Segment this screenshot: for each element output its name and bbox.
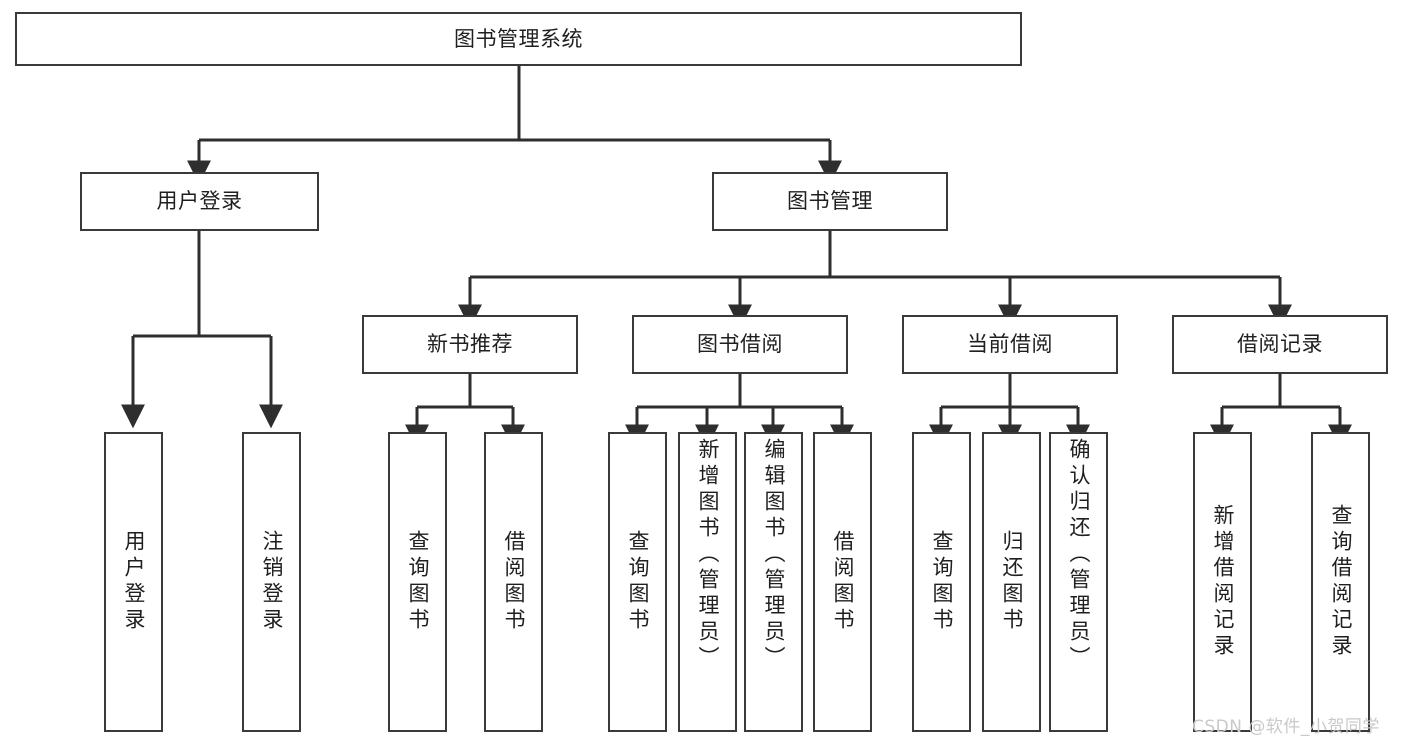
leaf-current-return-book-label: 归还图书 <box>1000 530 1024 634</box>
node-new-book-recommend-label: 新书推荐 <box>427 332 513 357</box>
leaf-new-book-query[interactable]: 查询图书 <box>388 432 447 732</box>
watermark-text: CSDN @软件_小贺同学 <box>1192 717 1380 737</box>
leaf-current-confirm-return[interactable]: 确认归还（管理员） <box>1049 432 1108 732</box>
leaf-current-confirm-return-label: 确认归还（管理员） <box>1067 438 1091 672</box>
node-book-management-label: 图书管理 <box>787 189 873 214</box>
leaf-borrow-query-book-label: 查询图书 <box>626 530 650 634</box>
node-borrow-record[interactable]: 借阅记录 <box>1172 315 1388 374</box>
leaf-borrow-edit-book-label: 编辑图书（管理员） <box>762 438 786 672</box>
node-user-login-label: 用户登录 <box>156 189 243 214</box>
node-user-login[interactable]: 用户登录 <box>80 172 319 231</box>
leaf-new-book-query-label: 查询图书 <box>406 530 430 634</box>
node-borrow-record-label: 借阅记录 <box>1237 332 1323 357</box>
leaf-record-add-label: 新增借阅记录 <box>1211 504 1235 660</box>
node-new-book-recommend[interactable]: 新书推荐 <box>362 315 578 374</box>
node-book-borrow[interactable]: 图书借阅 <box>632 315 848 374</box>
leaf-borrow-edit-book[interactable]: 编辑图书（管理员） <box>744 432 803 732</box>
leaf-current-query-book-label: 查询图书 <box>930 530 954 634</box>
leaf-record-query[interactable]: 查询借阅记录 <box>1311 432 1370 732</box>
leaf-record-add[interactable]: 新增借阅记录 <box>1193 432 1252 732</box>
leaf-user-login-signin-label: 用户登录 <box>122 530 146 634</box>
leaf-user-login-signout-label: 注销登录 <box>260 530 284 634</box>
leaf-new-book-borrow[interactable]: 借阅图书 <box>484 432 543 732</box>
leaf-borrow-query-book[interactable]: 查询图书 <box>608 432 667 732</box>
leaf-borrow-borrow-book[interactable]: 借阅图书 <box>813 432 872 732</box>
leaf-current-return-book[interactable]: 归还图书 <box>982 432 1041 732</box>
node-root[interactable]: 图书管理系统 <box>15 12 1022 66</box>
leaf-borrow-borrow-book-label: 借阅图书 <box>831 530 855 634</box>
leaf-current-query-book[interactable]: 查询图书 <box>912 432 971 732</box>
leaf-user-login-signin[interactable]: 用户登录 <box>104 432 163 732</box>
node-current-borrow[interactable]: 当前借阅 <box>902 315 1118 374</box>
leaf-user-login-signout[interactable]: 注销登录 <box>242 432 301 732</box>
node-current-borrow-label: 当前借阅 <box>967 332 1053 357</box>
leaf-borrow-add-book-label: 新增图书（管理员） <box>696 438 720 672</box>
node-book-borrow-label: 图书借阅 <box>697 332 783 357</box>
leaf-borrow-add-book[interactable]: 新增图书（管理员） <box>678 432 737 732</box>
leaf-new-book-borrow-label: 借阅图书 <box>502 530 526 634</box>
node-book-management[interactable]: 图书管理 <box>712 172 948 231</box>
leaf-record-query-label: 查询借阅记录 <box>1329 504 1353 660</box>
node-root-label: 图书管理系统 <box>454 26 583 51</box>
